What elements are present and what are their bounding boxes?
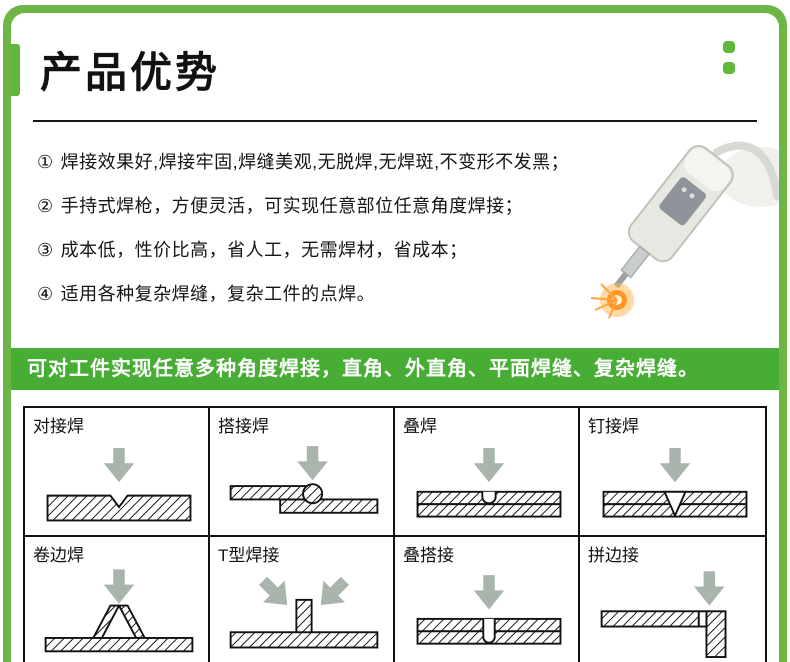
bullet-text: 成本低，性价比高，省人工，无需焊材，省成本； [60, 240, 468, 260]
down-arrow-icon [296, 446, 328, 481]
banner-text: 可对工件实现任意多种角度焊接，直角、外直角、平面焊缝、复杂焊缝。 [27, 358, 699, 380]
title-accent-bar [11, 43, 20, 96]
advantage-item: ① 焊接效果好,焊接牢固,焊缝美观,无脱焊,无焊斑,不变形不发黑； [37, 140, 779, 184]
title-divider [33, 120, 757, 122]
advantage-list: ① 焊接效果好,焊接牢固,焊缝美观,无脱焊,无焊斑,不变形不发黑； ② 手持式焊枪，… [37, 134, 779, 316]
bullet-text: 焊接效果好,焊接牢固,焊缝美观,无脱焊,无焊斑,不变形不发黑； [60, 152, 570, 172]
advantage-item: ④ 适用各种复杂焊缝，复杂工件的点焊。 [37, 272, 779, 316]
header: 产品优势 [11, 13, 779, 100]
cell-label: 卷边焊 [33, 546, 84, 565]
weld-cell-flange-weld: 卷边焊 [25, 537, 210, 662]
flange-weld-diagram [44, 569, 193, 653]
stack-weld-diagram [416, 447, 561, 518]
green-dot-icon [723, 41, 735, 53]
edge-joint-diagram [600, 571, 726, 658]
cell-label: T型焊接 [218, 546, 280, 565]
weld-cell-tack-weld: 钉接焊 [580, 408, 765, 537]
down-arrow-icon [693, 571, 725, 606]
weld-cell-lap-joint: 搭接焊 [210, 408, 395, 537]
weld-cell-t-joint: T型焊接 [210, 537, 395, 662]
down-arrow-icon [659, 447, 690, 483]
green-dot-icon [723, 62, 735, 74]
welding-gun-illustration [590, 141, 779, 319]
weld-cell-butt-joint: 对接焊 [25, 408, 210, 537]
advantage-item: ③ 成本低，性价比高，省人工，无需焊材，省成本； [37, 228, 779, 272]
features-section: ① 焊接效果好,焊接牢固,焊缝美观,无脱焊,无焊斑,不变形不发黑； ② 手持式焊枪，… [11, 134, 779, 332]
tack-weld-diagram [602, 447, 747, 519]
cell-label: 搭接焊 [218, 417, 269, 436]
lap-joint-diagram [229, 446, 378, 514]
bullet-text: 手持式焊枪，方便灵活，可实现任意部位任意角度焊接； [60, 196, 524, 216]
down-arrow-icon [251, 570, 298, 616]
down-arrow-icon [473, 575, 504, 610]
cell-label: 拼边接 [588, 546, 639, 565]
bullet-text: 适用各种复杂焊缝，复杂工件的点焊。 [60, 284, 376, 304]
down-arrow-icon [309, 570, 356, 616]
down-arrow-icon [103, 447, 134, 483]
bullet-number: ② [37, 196, 54, 216]
butt-joint-diagram [46, 447, 191, 522]
down-arrow-icon [103, 569, 134, 604]
stack-lap-joint-diagram [416, 575, 561, 645]
weld-cell-stack-weld: 叠焊 [395, 408, 580, 537]
cell-label: 对接焊 [33, 417, 84, 436]
weld-type-table: 对接焊 搭接焊 叠焊 [23, 406, 767, 662]
bullet-number: ① [37, 152, 54, 172]
weld-cell-edge-joint: 拼边接 [580, 537, 765, 662]
bullet-number: ④ [37, 284, 54, 304]
t-joint-diagram [229, 570, 378, 649]
banner: 可对工件实现任意多种角度焊接，直角、外直角、平面焊缝、复杂焊缝。 [11, 348, 779, 390]
advantage-item: ② 手持式焊枪，方便灵活，可实现任意部位任意角度焊接； [37, 184, 779, 228]
down-arrow-icon [473, 447, 504, 483]
decor-dots [723, 41, 735, 74]
cell-label: 叠搭接 [403, 546, 454, 565]
page-title: 产品优势 [40, 49, 221, 96]
product-photo [551, 122, 779, 327]
bullet-number: ③ [37, 240, 54, 260]
cell-label: 钉接焊 [588, 417, 639, 436]
weld-cell-stack-lap-joint: 叠搭接 [395, 537, 580, 662]
cell-label: 叠焊 [403, 417, 437, 436]
